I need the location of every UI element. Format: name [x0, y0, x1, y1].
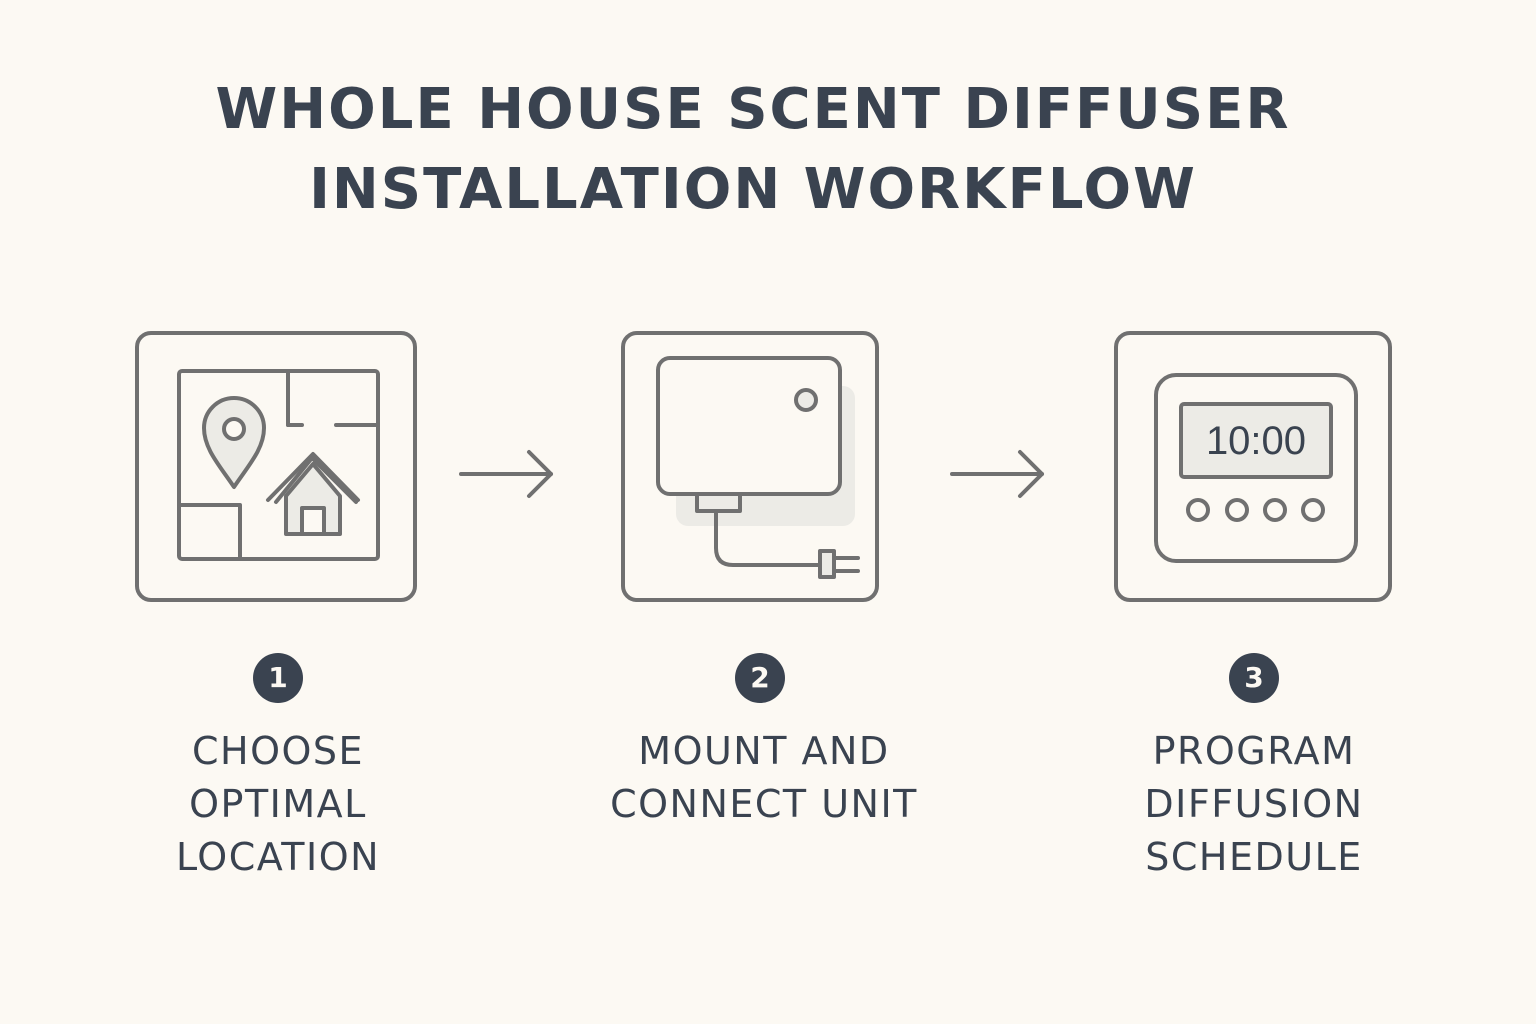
step-2-label-line: MOUNT AND: [638, 729, 890, 773]
diffuser-unit-icon: [656, 356, 860, 579]
step-3-label-line: PROGRAM: [1152, 729, 1356, 773]
step-1-label-line: CHOOSE: [191, 729, 365, 773]
step-3-icon-frame: [1114, 331, 1392, 602]
arrow-icon-1: [459, 450, 553, 498]
arrow-icon-2: [950, 450, 1044, 498]
step-3-label-line: SCHEDULE: [1145, 835, 1363, 879]
timer-display-text: 10:00: [1206, 419, 1306, 463]
step-3-label-line: DIFFUSION: [1144, 782, 1364, 826]
step-2-badge: 2: [735, 653, 785, 703]
title-line-1: WHOLE HOUSE SCENT DIFFUSER: [215, 77, 1291, 142]
step-3-label: PROGRAM DIFFUSION SCHEDULE: [1064, 725, 1444, 884]
step-1-label-line: LOCATION: [175, 835, 381, 879]
step-1-label: CHOOSE OPTIMAL LOCATION: [88, 725, 468, 884]
step-2-label-line: CONNECT UNIT: [610, 782, 918, 826]
title-line-2: INSTALLATION WORKFLOW: [309, 157, 1197, 222]
step-1-icon-frame: [135, 331, 417, 602]
step-2-label: MOUNT AND CONNECT UNIT: [574, 725, 954, 831]
timer-display-icon: [1154, 373, 1358, 563]
step-1-badge: 1: [253, 653, 303, 703]
step-1-label-line: OPTIMAL: [189, 782, 367, 826]
page-title: WHOLE HOUSE SCENT DIFFUSER INSTALLATION …: [0, 70, 1506, 230]
step-2-icon-frame: [621, 331, 879, 602]
step-3-badge: 3: [1229, 653, 1279, 703]
map-location-icon: [177, 369, 380, 561]
